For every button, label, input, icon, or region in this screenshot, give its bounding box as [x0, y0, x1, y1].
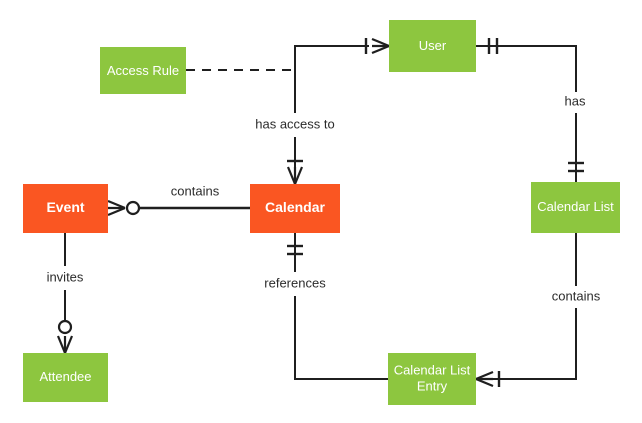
entity-calendar-list-entry-label-line1: Calendar List — [394, 362, 471, 377]
tick-pair-calendar-bottom — [287, 244, 303, 256]
zero-circle — [57, 319, 73, 335]
crowfoot-many-user-left — [364, 37, 390, 55]
entity-event-label: Event — [46, 199, 84, 215]
entity-calendar-list[interactable]: Calendar List — [531, 182, 620, 233]
entity-access-rule-label: Access Rule — [107, 63, 179, 78]
tick-pair-calendar-list-top — [568, 161, 584, 173]
crowfoot-many-calendar-top — [286, 159, 304, 185]
relationship-label-contains-event-calendar: contains — [171, 183, 220, 198]
crowfoot-zero-or-many-attendee-top — [56, 319, 74, 354]
relationship-label-contains-list-entry: contains — [552, 288, 601, 303]
connection-contains-event-calendar[interactable] — [107, 199, 250, 217]
entity-event-box — [23, 184, 108, 233]
entity-attendee-label: Attendee — [39, 369, 91, 384]
tick-pair-user-right — [487, 38, 499, 54]
connection-has[interactable] — [476, 38, 584, 182]
entity-calendar-list-box — [531, 182, 620, 233]
entity-access-rule-box — [100, 47, 186, 94]
connection-has-access-to[interactable] — [286, 37, 390, 185]
references-line-lower — [294, 296, 388, 380]
entity-attendee[interactable]: Attendee — [23, 353, 108, 402]
crowfoot-one-or-many-entry-right — [475, 370, 501, 388]
entity-calendar[interactable]: Calendar — [250, 184, 340, 233]
entity-user[interactable]: User — [389, 20, 476, 72]
relationship-label-has: has — [565, 93, 586, 108]
relationship-label-references: references — [264, 275, 326, 290]
entity-event[interactable]: Event — [23, 184, 108, 233]
connection-references[interactable] — [287, 233, 388, 380]
connection-contains-list-entry[interactable] — [475, 233, 577, 388]
has-line-upper — [476, 45, 577, 92]
entity-attendee-box — [23, 353, 108, 402]
entity-calendar-list-entry-label-line2: Entry — [417, 378, 448, 393]
crowfoot-zero-or-many-event-right — [107, 199, 141, 217]
entity-calendar-list-label: Calendar List — [537, 199, 614, 214]
entity-user-label: User — [419, 38, 447, 53]
entity-access-rule[interactable]: Access Rule — [100, 47, 186, 94]
relationship-label-has-access-to: has access to — [255, 116, 335, 131]
has-access-to-line-upper — [294, 45, 369, 113]
connection-invites[interactable] — [56, 233, 74, 354]
contains-list-line-lower — [490, 308, 577, 380]
entity-calendar-list-entry[interactable]: Calendar List Entry — [388, 353, 476, 405]
zero-circle — [125, 200, 141, 216]
entity-calendar-label: Calendar — [265, 199, 325, 215]
relationship-label-invites: invites — [47, 269, 84, 284]
entity-calendar-list-entry-box — [388, 353, 476, 405]
entity-user-box — [389, 20, 476, 72]
entity-calendar-box — [250, 184, 340, 233]
